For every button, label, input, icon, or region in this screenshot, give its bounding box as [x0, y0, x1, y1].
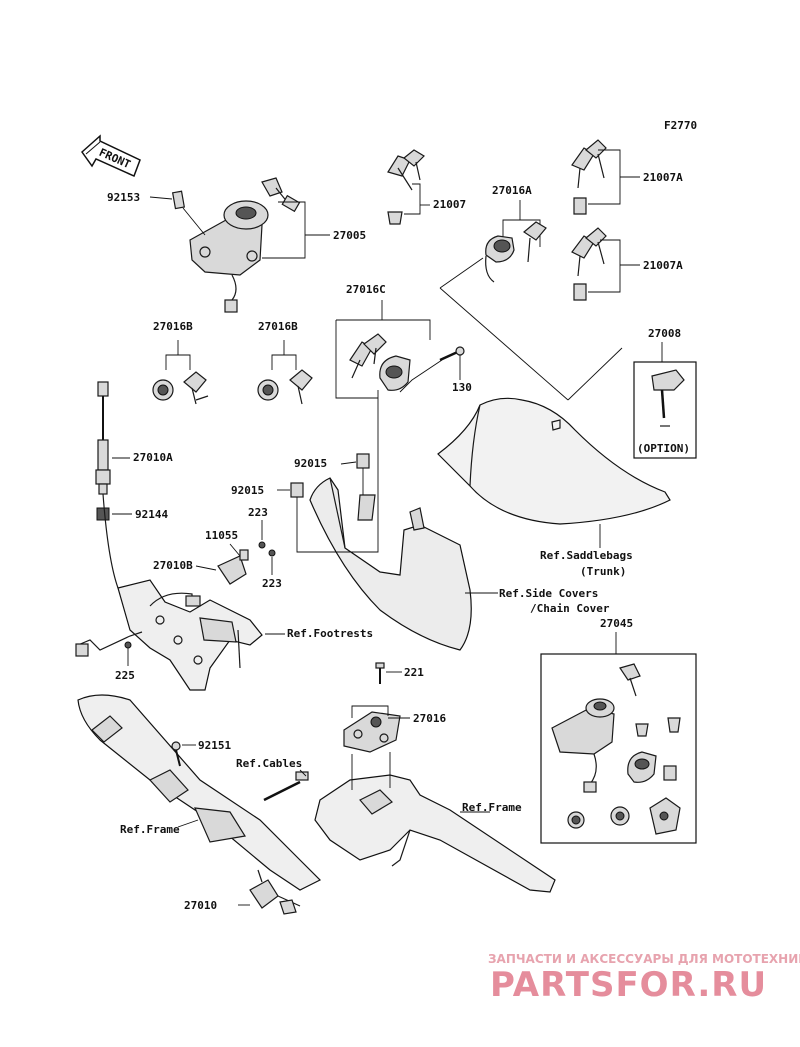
keys-21007A-bottom — [571, 227, 607, 301]
screw-221 — [375, 662, 385, 684]
lock-27010 — [249, 869, 301, 915]
ref-side-covers: Ref.Side Covers — [499, 587, 598, 600]
ref-saddlebags: Ref.Saddlebags — [540, 549, 633, 562]
label-92151: 92151 — [198, 739, 231, 752]
label-27016B-2: 27016B — [258, 320, 298, 333]
keys-21007 — [387, 149, 425, 225]
label-21007: 21007 — [433, 198, 466, 211]
label-27010: 27010 — [184, 899, 217, 912]
watermark-logo: PARTSFOR.RU — [490, 965, 767, 1005]
label-21007A-2: 21007A — [643, 259, 683, 272]
label-225: 225 — [115, 669, 135, 682]
watermark-tagline: ЗАПЧАСТИ И АКСЕССУАРЫ ДЛЯ МОТОТЕХНИКИ — [488, 952, 800, 966]
sensor-27010A — [95, 381, 111, 521]
key-blank-icon — [651, 369, 685, 427]
label-92144: 92144 — [135, 508, 168, 521]
lock-cylinder-27016A — [485, 221, 547, 283]
cable-end — [263, 771, 309, 802]
lock-cylinder-27016B-1 — [152, 371, 209, 405]
label-92015-2: 92015 — [231, 484, 264, 497]
label-27016B-1: 27016B — [153, 320, 193, 333]
lock-bracket-27016 — [343, 711, 401, 753]
lock-cylinder-27016B-2 — [257, 369, 313, 405]
label-27016: 27016 — [413, 712, 446, 725]
ref-saddlebags-trunk: (Trunk) — [580, 565, 626, 578]
label-27045: 27045 — [600, 617, 633, 630]
ignition-switch-27005 — [171, 177, 301, 313]
label-11055: 11055 — [205, 529, 238, 542]
label-27010B: 27010B — [153, 559, 193, 572]
ref-footrests: Ref.Footrests — [287, 627, 373, 640]
label-92015-1: 92015 — [294, 457, 327, 470]
label-221: 221 — [404, 666, 424, 679]
label-92153: 92153 — [107, 191, 140, 204]
label-223-1: 223 — [248, 506, 268, 519]
ref-frame-right: Ref.Frame — [462, 801, 522, 814]
front-arrow-icon: FRONT — [80, 134, 141, 178]
ref-chain-cover: /Chain Cover — [530, 602, 610, 615]
bolt-92151 — [171, 741, 181, 767]
label-21007A-1: 21007A — [643, 171, 683, 184]
label-27008: 27008 — [648, 327, 681, 340]
frame-right — [314, 774, 556, 893]
ref-cables: Ref.Cables — [236, 757, 302, 770]
keys-21007A-top — [571, 139, 607, 215]
option-label: (OPTION) — [637, 442, 690, 455]
label-223-2: 223 — [262, 577, 282, 590]
label-27016C: 27016C — [346, 283, 386, 296]
kit-27045-contents — [551, 663, 681, 835]
footrest-bracket — [75, 493, 263, 691]
label-27010A: 27010A — [133, 451, 173, 464]
screw-130 — [439, 346, 465, 362]
lock-cylinder-27016C — [349, 333, 411, 391]
side-cover — [309, 477, 472, 651]
label-27005: 27005 — [333, 229, 366, 242]
bracket-11055 — [217, 549, 249, 585]
label-27016A: 27016A — [492, 184, 532, 197]
diagram-code: F2770 — [664, 119, 697, 132]
ref-frame-left: Ref.Frame — [120, 823, 180, 836]
label-130: 130 — [452, 381, 472, 394]
frame-left — [77, 694, 322, 891]
saddlebag-trunk — [437, 397, 671, 525]
